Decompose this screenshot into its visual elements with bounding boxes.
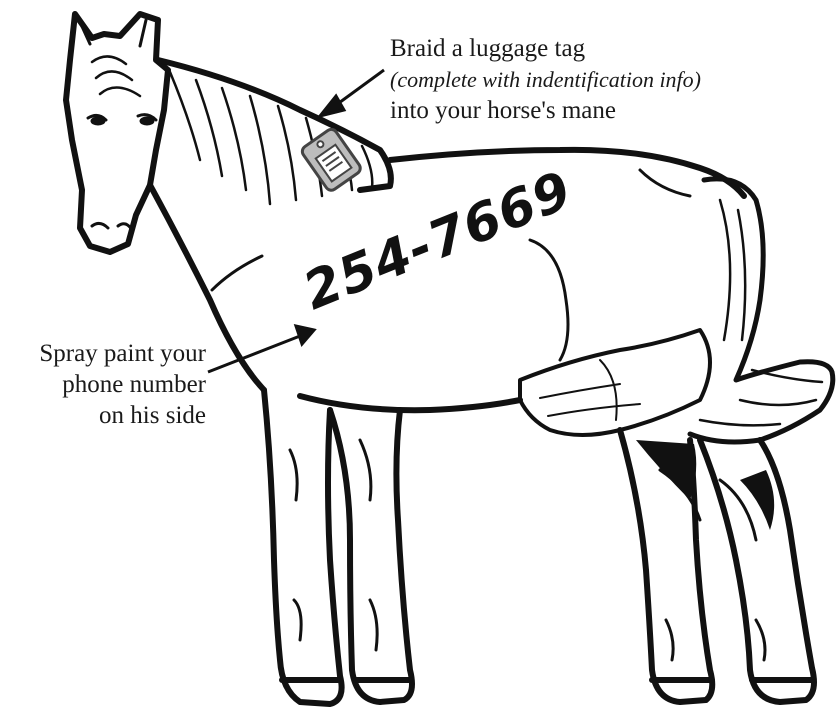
horse-belly xyxy=(300,396,520,410)
arrow-icon xyxy=(320,70,384,116)
callout-line: Spray paint your xyxy=(39,338,206,369)
luggage-tag-callout: Braid a luggage tag (complete with inden… xyxy=(390,33,701,126)
callout-line: on his side xyxy=(39,400,206,431)
horse-head xyxy=(66,14,168,252)
horse-tail xyxy=(690,179,833,442)
callout-line: Braid a luggage tag xyxy=(390,33,701,64)
callout-line: (complete with indentification info) xyxy=(390,64,701,95)
spray-paint-callout: Spray paint your phone number on his sid… xyxy=(39,338,206,431)
front-leg-left xyxy=(264,390,342,704)
front-leg-right xyxy=(330,410,412,702)
callout-line: phone number xyxy=(39,369,206,400)
callout-line: into your horse's mane xyxy=(390,95,701,126)
